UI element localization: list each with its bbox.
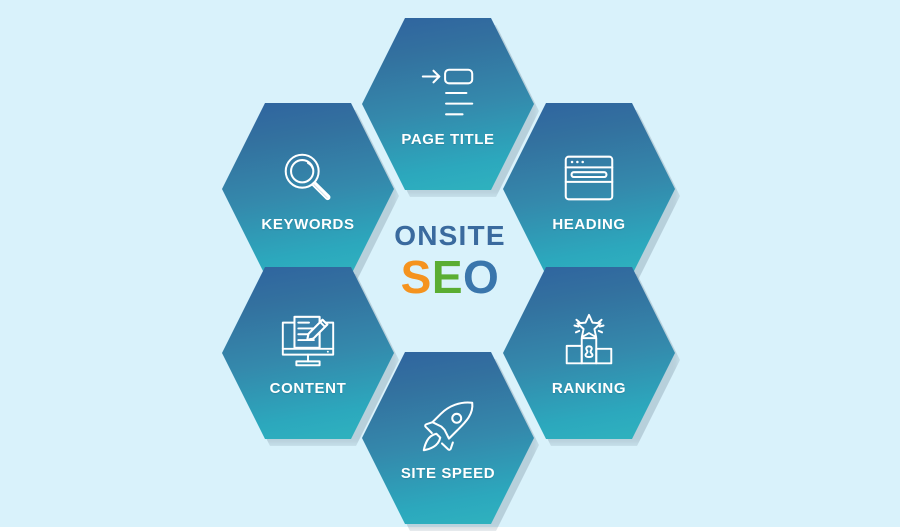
- hex-label-keywords: KEYWORDS: [261, 215, 355, 233]
- rocket-icon: [417, 396, 479, 458]
- hex-label-site-speed: SITE SPEED: [400, 464, 496, 482]
- wordmark-letter-s: S: [400, 251, 432, 303]
- hex-node-heading[interactable]: HEADING: [503, 103, 675, 275]
- wordmark-onsite: ONSITE: [394, 220, 506, 251]
- monitor-pencil-icon: [277, 311, 339, 373]
- hex-label-ranking: RANKING: [551, 379, 627, 397]
- wordmark-letter-e: E: [431, 251, 464, 303]
- hex-node-ranking[interactable]: RANKING: [503, 267, 675, 439]
- hex-label-heading: HEADING: [552, 215, 626, 233]
- magnifier-icon: [277, 147, 339, 209]
- onsite-seo-wordmark: ONSITE SEO: [355, 220, 545, 301]
- browser-window-icon: [558, 147, 620, 209]
- wordmark-seo: SEO: [355, 254, 545, 300]
- wordmark-letter-o: O: [463, 251, 500, 303]
- podium-star-icon: [558, 311, 620, 373]
- page-title-icon: [417, 62, 479, 124]
- hex-label-page-title: PAGE TITLE: [401, 130, 495, 148]
- hex-label-content: CONTENT: [269, 379, 347, 397]
